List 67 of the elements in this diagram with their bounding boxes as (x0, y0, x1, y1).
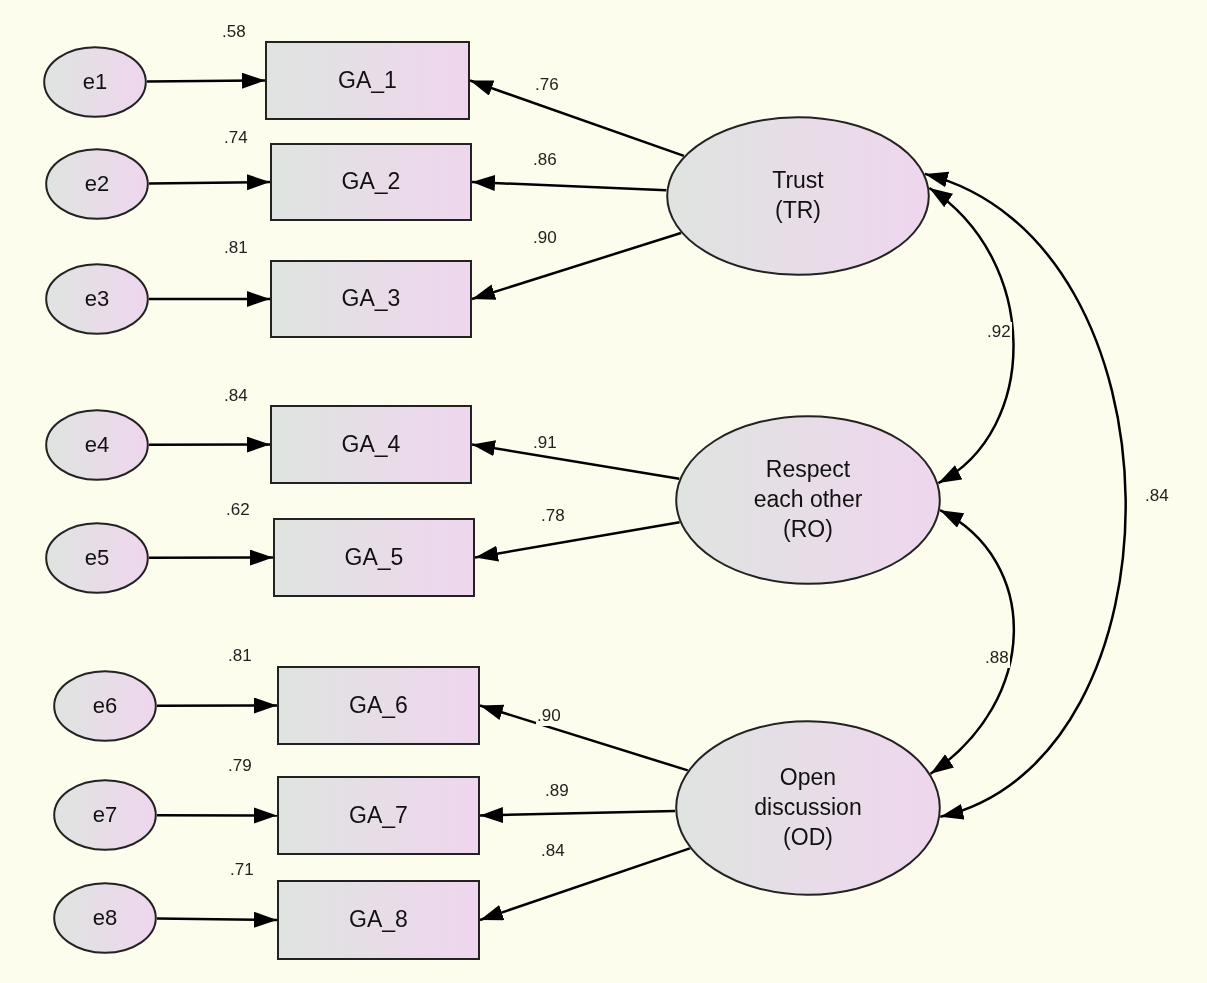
r-squared-label: .71 (230, 860, 254, 880)
arrow (479, 847, 691, 922)
arrow (469, 79, 685, 157)
error-term-ellipse (53, 882, 157, 954)
observed-variable-box (270, 260, 472, 338)
arrow (157, 807, 277, 824)
r-squared-label: .84 (224, 386, 248, 406)
node-label: e7 (92, 800, 118, 829)
r-squared-label: .62 (226, 500, 250, 520)
arrow (479, 704, 689, 772)
r-squared-label: .58 (222, 22, 246, 42)
observed-variable-box (270, 143, 472, 221)
error-term-ellipse (45, 522, 149, 594)
latent-variable-ellipse (666, 116, 930, 276)
node-label: GA_3 (341, 284, 401, 314)
arrow (149, 436, 270, 453)
arrow (471, 231, 682, 301)
arrow (479, 807, 676, 823)
observed-variable-box (265, 41, 470, 120)
node-label: e2 (84, 169, 110, 198)
arrow (471, 440, 680, 480)
arrow (156, 911, 277, 928)
node-label: GA_5 (344, 542, 404, 572)
arrow (471, 175, 667, 192)
arrow (149, 549, 273, 566)
observed-variable-box (277, 666, 480, 745)
latent-variable-ellipse (675, 415, 941, 585)
r-squared-label: .81 (224, 238, 248, 258)
error-term-ellipse (53, 779, 157, 851)
arrow (147, 72, 265, 89)
node-label: e4 (84, 430, 110, 459)
arrow (148, 174, 270, 191)
arrow (149, 291, 270, 307)
node-label: e1 (82, 67, 108, 96)
arrow (929, 509, 1015, 775)
latent-variable-ellipse (675, 720, 941, 896)
node-label: GA_1 (338, 65, 397, 95)
node-label: Open discussion (OD) (753, 763, 863, 852)
edge-label: .88 (984, 648, 1010, 668)
error-term-ellipse (43, 46, 147, 118)
node-label: GA_7 (349, 800, 408, 830)
node-label: GA_8 (349, 905, 408, 935)
observed-variable-box (273, 518, 475, 597)
r-squared-label: .79 (228, 756, 252, 776)
error-term-ellipse (53, 670, 157, 742)
node-label: Respect each other (RO) (752, 455, 864, 544)
arrow (157, 697, 277, 714)
error-term-ellipse (45, 263, 149, 335)
observed-variable-box (270, 405, 472, 484)
r-squared-label: .81 (228, 646, 252, 666)
r-squared-label: .74 (224, 128, 248, 148)
node-label: GA_6 (349, 690, 408, 720)
node-label: e6 (92, 691, 118, 720)
observed-variable-box (277, 776, 480, 855)
node-label: e5 (84, 543, 110, 572)
observed-variable-box (277, 880, 480, 960)
node-label: GA_2 (341, 167, 401, 197)
arrow (928, 187, 1015, 485)
error-term-ellipse (45, 409, 149, 481)
node-label: GA_4 (341, 429, 401, 459)
arrow (474, 520, 680, 562)
arrow (924, 172, 1127, 818)
error-term-ellipse (45, 148, 149, 220)
edge-label: .90 (536, 706, 562, 726)
node-label: Trust (TR) (771, 166, 825, 225)
node-label: e3 (84, 284, 110, 313)
node-label: e8 (92, 903, 118, 932)
